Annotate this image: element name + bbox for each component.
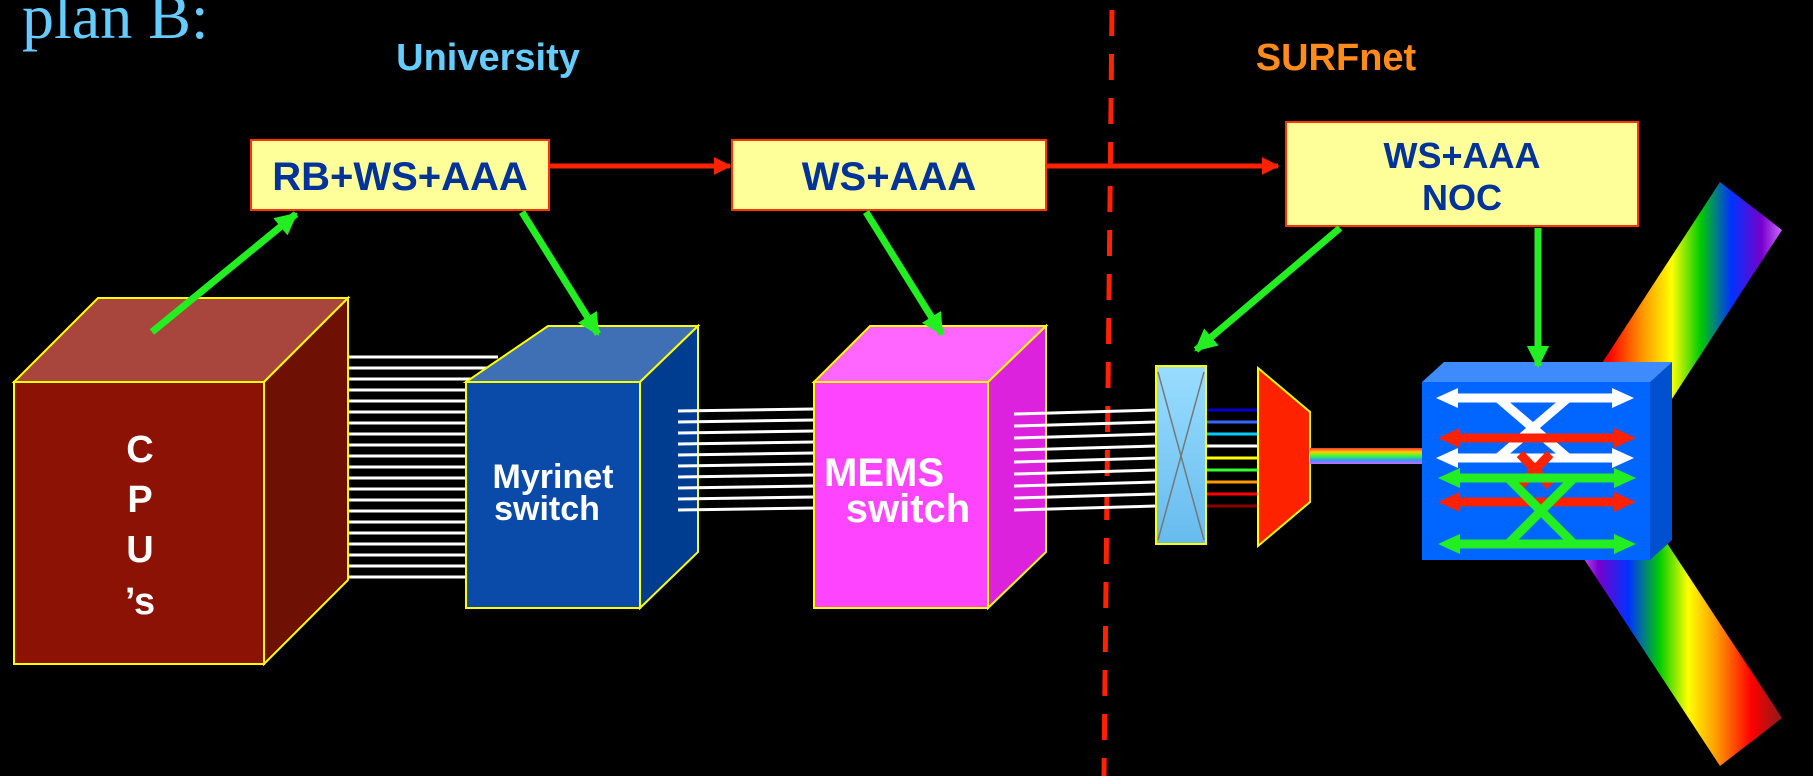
mems-mux-links [1013, 408, 1157, 512]
domain-divider [1101, 9, 1115, 776]
myrinet-label-line2: switch [494, 490, 600, 528]
ws-aaa-label: WS+AAA [802, 155, 976, 199]
ws-aaa-box: WS+AAA [731, 139, 1047, 211]
mux-icon [1155, 365, 1207, 545]
mems-switch-cube: MEMS switch [811, 323, 1049, 611]
arrow-noc-to-mux [1193, 225, 1343, 353]
noc-box-line2: NOC [1422, 177, 1502, 218]
fiber-bundle [1310, 448, 1424, 464]
cpu-letter-c: C [126, 429, 153, 471]
cpu-cluster-cube: C P U ’s [11, 295, 351, 667]
rb-ws-aaa-box: RB+WS+AAA [250, 139, 550, 211]
cpu-letter-p: P [127, 479, 152, 521]
slide-title-fragment: plan B: [22, 0, 209, 52]
arrow-rb-to-myrinet [519, 210, 601, 336]
region-label-surfnet: SURFnet [1256, 37, 1417, 79]
region-label-university: University [396, 37, 580, 79]
lambda-lines [1206, 408, 1258, 508]
oxc-switch-icon [1422, 362, 1672, 560]
noc-box-line1: WS+AAA [1383, 135, 1540, 176]
demux-icon [1257, 365, 1311, 549]
mems-label-line1: MEMS [824, 451, 944, 495]
myrinet-mems-links [677, 407, 815, 512]
arrow-ws-to-mems [863, 210, 945, 336]
myrinet-label-line1: Myrinet [493, 458, 614, 496]
cpu-letter-s: ’s [125, 581, 155, 623]
noc-box: WS+AAA NOC [1285, 121, 1639, 227]
cpu-letter-u: U [126, 529, 153, 571]
arrow-cpu-to-rb [149, 211, 299, 335]
mems-label-line2: switch [846, 487, 970, 531]
myrinet-switch-cube: Myrinet switch [462, 323, 701, 611]
rb-ws-aaa-label: RB+WS+AAA [272, 155, 528, 199]
